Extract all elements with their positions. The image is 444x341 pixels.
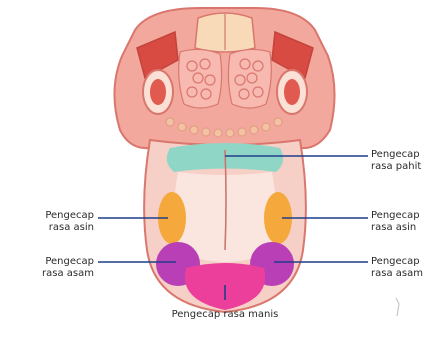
right-tonsil-inner [284,79,300,105]
label-salty-left: Pengecap rasa asin [30,210,94,234]
label-sweet: Pengecap rasa manis [145,309,305,321]
label-bitter: Pengecap rasa pahit [371,149,421,173]
left-tonsil-inner [150,79,166,105]
label-sour-right: Pengecap rasa asam [371,256,423,280]
decorative-mark [396,298,399,316]
label-sour-left: Pengecap rasa asam [28,256,94,280]
label-salty-right: Pengecap rasa asin [371,210,420,234]
